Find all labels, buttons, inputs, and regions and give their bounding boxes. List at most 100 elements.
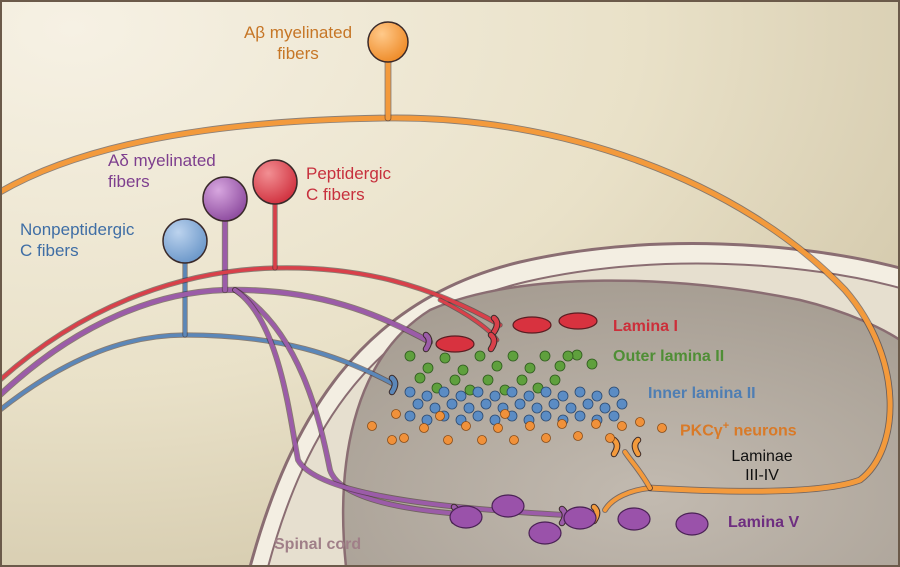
a-beta-branch-iii	[623, 450, 652, 490]
a-beta-fiber	[0, 21, 894, 525]
a-beta-axon	[0, 115, 893, 494]
a-beta-terminal-iii-2	[632, 437, 641, 457]
pkc-label-suffix: neurons	[729, 422, 797, 440]
nonpeptidergic-label-line1: Nonpeptidergic	[20, 220, 135, 239]
inner-lamina-ii-neuron	[472, 386, 484, 398]
pkc-gamma-neuron	[419, 423, 429, 433]
inner-lamina-ii-neuron	[429, 402, 441, 414]
pkc-gamma-neuron	[477, 435, 487, 445]
pkc-gamma-neuron	[387, 435, 397, 445]
pkc-neurons-label: PKCγ+ neurons	[680, 416, 797, 441]
pkc-gamma-neuron	[657, 423, 667, 433]
lamina-i-cell	[435, 335, 475, 353]
inner-lamina-ii-neuron	[412, 398, 424, 410]
inner-lamina-ii-neuron	[506, 386, 518, 398]
inner-lamina-ii-neuron	[438, 386, 450, 398]
inner-lamina-ii-neuron	[608, 386, 620, 398]
pkc-gamma-neuron	[541, 433, 551, 443]
outer-lamina-ii-neuron	[482, 374, 494, 386]
lamina-v-label: Lamina V	[728, 514, 800, 531]
inner-lamina-ii-neuron	[472, 410, 484, 422]
outer-lamina-ii-label: Outer lamina II	[613, 348, 725, 365]
outer-lamina-ii-neuron	[516, 374, 528, 386]
inner-lamina-ii-neuron	[489, 390, 501, 402]
pkc-gamma-neuron	[399, 433, 409, 443]
inner-lamina-ii-neuron	[548, 398, 560, 410]
a-beta-fiber-label: Aβ myelinated fibers	[228, 22, 368, 64]
peptidergic-label-line2: C fibers	[306, 185, 365, 204]
inner-lamina-ii-neuron	[565, 402, 577, 414]
spinal-cord-label: Spinal cord	[274, 536, 362, 553]
inner-lamina-ii-neuron	[608, 410, 620, 422]
lamina-v-cell	[617, 507, 651, 531]
nonpeptidergic-fiber-label: Nonpeptidergic C fibers	[20, 219, 134, 261]
inner-lamina-ii-neuron	[404, 386, 416, 398]
outer-lamina-ii-neuron	[507, 350, 519, 362]
outer-lamina-ii-neuron	[491, 360, 503, 372]
inner-lamina-ii-neuron	[446, 398, 458, 410]
a-beta-terminal-iii-1	[611, 437, 620, 457]
nonpeptidergic-soma	[162, 218, 208, 264]
outer-lamina-ii-neuron	[539, 350, 551, 362]
outer-lamina-ii-neuron	[586, 358, 598, 370]
pkc-gamma-neuron	[391, 409, 401, 419]
pkc-gamma-neuron	[573, 431, 583, 441]
nonpeptidergic-label-line2: C fibers	[20, 241, 79, 260]
inner-lamina-ii-neuron	[540, 386, 552, 398]
inner-lamina-ii-neuron	[404, 410, 416, 422]
outer-lamina-ii-neuron	[457, 364, 469, 376]
neuron-cells	[367, 312, 709, 545]
a-beta-branch-v	[603, 486, 652, 512]
outer-lamina-ii-neuron	[422, 362, 434, 374]
pkc-gamma-neuron	[525, 421, 535, 431]
lamina-v-cell	[563, 506, 597, 530]
inner-lamina-ii-neuron	[531, 402, 543, 414]
inner-lamina-ii-neuron	[540, 410, 552, 422]
lamina-v-cell	[491, 494, 525, 518]
lamina-v-cell	[449, 505, 483, 529]
a-delta-soma	[202, 176, 248, 222]
outer-lamina-ii-neuron	[562, 350, 574, 362]
outer-lamina-ii-neuron	[474, 350, 486, 362]
pkc-gamma-neuron	[635, 417, 645, 427]
peptidergic-label-line1: Peptidergic	[306, 164, 392, 183]
a-delta-fiber-label: Aδ myelinated fibers	[108, 150, 238, 192]
inner-lamina-ii-neuron	[421, 390, 433, 402]
pkc-gamma-neuron	[367, 421, 377, 431]
lamina-v-cell	[528, 521, 562, 545]
peptidergic-fiber-label: Peptidergic C fibers	[306, 163, 391, 205]
pkc-label-text: PKCγ	[680, 422, 723, 440]
pkc-gamma-neuron	[591, 419, 601, 429]
pkc-gamma-neuron	[443, 435, 453, 445]
peptidergic-terminal-1	[491, 315, 500, 335]
pkc-gamma-neuron	[493, 423, 503, 433]
outer-lamina-ii-neuron	[439, 352, 451, 364]
a-beta-label-line1: Aβ myelinated	[243, 23, 353, 42]
a-delta-deep-branch	[233, 288, 462, 516]
inner-lamina-ii-neuron	[463, 402, 475, 414]
outer-lamina-ii-neuron	[449, 374, 461, 386]
outer-lamina-ii-neuron	[524, 362, 536, 374]
nonpeptidergic-c-fiber	[0, 218, 399, 413]
a-delta-fiber	[0, 176, 569, 527]
laminae-label-line2: III-IV	[745, 467, 779, 484]
peptidergic-soma	[252, 159, 298, 205]
inner-lamina-ii-neuron	[514, 398, 526, 410]
pkc-gamma-neuron	[461, 421, 471, 431]
pkc-gamma-neuron	[500, 409, 510, 419]
laminae-iii-iv-label: Laminae III-IV	[722, 447, 802, 485]
lamina-i-cell	[558, 312, 598, 330]
pkc-gamma-neuron	[509, 435, 519, 445]
nonpeptidergic-terminal	[389, 375, 398, 395]
lamina-i-label: Lamina I	[613, 318, 678, 335]
inner-lamina-ii-neuron	[523, 390, 535, 402]
a-delta-label-line2: fibers	[108, 172, 150, 191]
outer-lamina-ii-neuron	[571, 349, 583, 361]
lamina-i-cell	[512, 316, 552, 334]
a-delta-label-line1: Aδ myelinated	[108, 151, 216, 170]
pkc-gamma-neuron	[557, 419, 567, 429]
peptidergic-c-fiber	[0, 159, 503, 383]
a-beta-label-line2: fibers	[277, 44, 319, 63]
